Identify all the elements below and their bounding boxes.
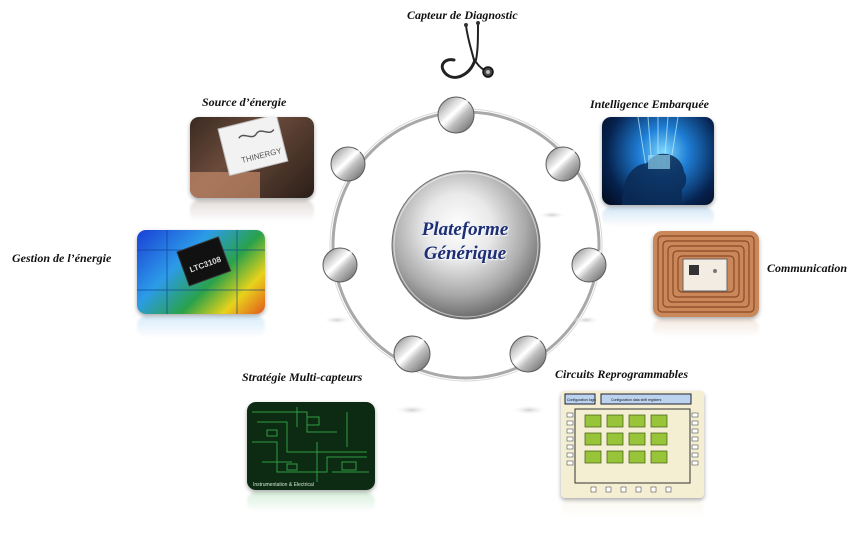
energy-management-image: LTC3108 <box>137 230 265 314</box>
node-upper-right <box>545 146 581 182</box>
node-top <box>437 96 475 134</box>
multi-sensor-image: Instrumentation & Electrical <box>247 402 375 490</box>
fpga-logic-text: Configuration logic <box>567 398 596 402</box>
center-title-line1: Plateforme <box>421 219 509 240</box>
label-capteur-diagnostic: Capteur de Diagnostic <box>407 8 518 22</box>
node-left <box>322 247 358 283</box>
node-lower-left <box>393 335 431 373</box>
reprogrammable-circuits-image: Configuration logic Configuration data s… <box>561 391 704 498</box>
stethoscope-icon <box>440 21 494 79</box>
node-lower-right <box>509 335 547 373</box>
label-communication: Communication <box>767 261 848 275</box>
fpga-registers-text: Configuration data shift registers <box>611 398 662 402</box>
node-right <box>571 247 607 283</box>
center-disk <box>391 170 541 320</box>
embedded-intelligence-image <box>602 117 714 205</box>
label-gestion-energie: Gestion de l’énergie <box>12 251 112 265</box>
label-strategie-multicapteurs: Stratégie Multi-capteurs <box>242 370 363 384</box>
energy-source-image: THINERGY <box>190 117 314 198</box>
center-title-line2: Générique <box>423 243 507 264</box>
label-source-energie: Source d’énergie <box>202 95 287 109</box>
label-circuits-reprogrammables: Circuits Reprogrammables <box>555 367 689 381</box>
label-intelligence-embarquee: Intelligence Embarquée <box>590 97 709 111</box>
circuit-board-text: Instrumentation & Electrical <box>253 482 314 488</box>
node-upper-left <box>330 146 366 182</box>
communication-image <box>653 231 759 317</box>
center-title: Plateforme Générique <box>400 218 530 266</box>
